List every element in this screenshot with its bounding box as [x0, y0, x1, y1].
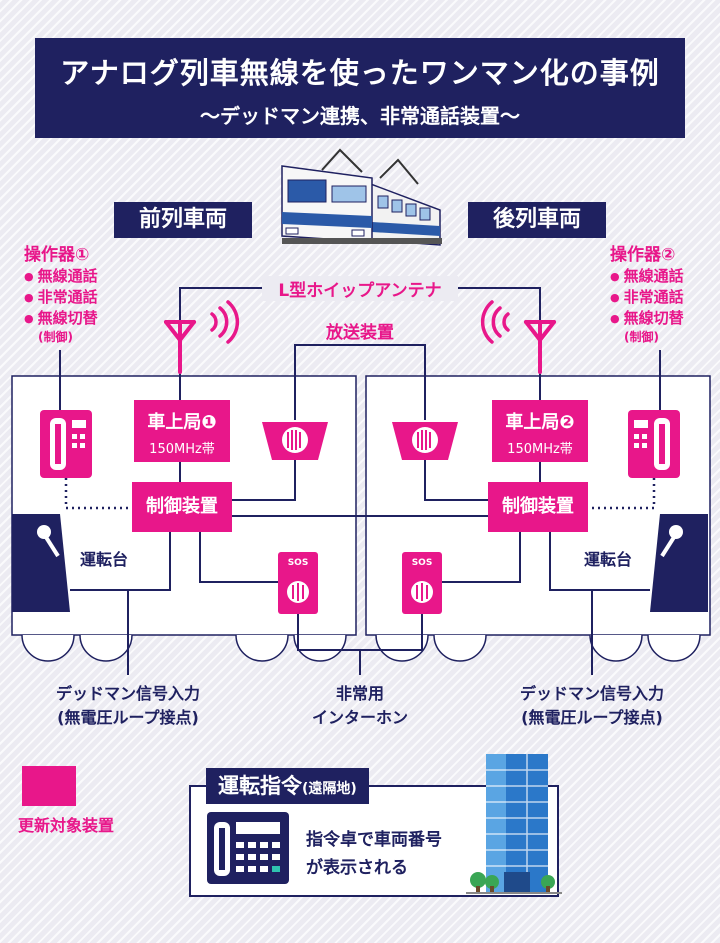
operator1-title: 操作器①	[24, 245, 90, 265]
broadcast-label: 放送装置	[326, 323, 394, 343]
front-radio-wave-icon	[210, 300, 240, 344]
front-sos-text: SOS	[287, 558, 309, 568]
operator-dotted-links	[64, 478, 656, 510]
front-speaker-icon	[262, 422, 328, 460]
title-banner: アナログ列車無線を使ったワンマン化の事例 〜デッドマン連携、非常通話装置〜	[35, 38, 685, 138]
front-operator-handset-icon	[40, 410, 92, 478]
deadman-line2: (無電圧ループ接点)	[57, 708, 199, 727]
rear-deadman-label: デッドマン信号入力 (無電圧ループ接点)	[492, 682, 692, 730]
command-title: 運転指令	[218, 774, 302, 798]
operator2-item: 無線切替	[610, 308, 720, 329]
intercom-line2: インターホン	[311, 708, 408, 727]
rear-master-controller	[660, 525, 683, 558]
page-subtitle: 〜デッドマン連携、非常通話装置〜	[200, 104, 520, 128]
onboard-station-2: 車上局❷ 150MHz帯	[492, 400, 588, 462]
front-driver-seat-label: 運転台	[80, 550, 129, 569]
rear-cab-nose	[650, 514, 708, 612]
command-location: (遠隔地)	[302, 781, 357, 797]
rear-driver-seat-label: 運転台	[584, 550, 633, 569]
rear-radio-wave-icon	[480, 300, 510, 344]
rear-antenna	[524, 320, 556, 374]
front-cab-nose	[12, 514, 70, 612]
command-description: 指令卓で車両番号 が表示される	[306, 826, 442, 882]
intercom-line1: 非常用	[335, 684, 384, 703]
rear-sos-text: SOS	[411, 558, 433, 568]
operator2-note: (制御)	[624, 330, 659, 344]
operator2-item: 非常通話	[610, 287, 720, 308]
front-car-label: 前列車両	[114, 202, 252, 238]
onboard-station-1: 車上局❶ 150MHz帯	[134, 400, 230, 462]
command-desc-line2: が表示される	[306, 858, 408, 878]
operator2-item: 無線通話	[610, 266, 720, 287]
command-center-title: 運転指令(遠隔地)	[206, 768, 369, 804]
deadman-line2: (無電圧ループ接点)	[521, 708, 663, 727]
front-deadman-label: デッドマン信号入力 (無電圧ループ接点)	[28, 682, 228, 730]
office-building-icon	[466, 754, 562, 894]
rear-speaker-icon	[392, 422, 458, 460]
deadman-line1: デッドマン信号入力	[519, 684, 664, 703]
operator1-panel: 操作器① 無線通話 非常通話 無線切替 (制御)	[24, 244, 134, 345]
rear-operator-handset-icon	[628, 410, 680, 478]
station1-name: 車上局❶	[147, 412, 217, 433]
legend-label: 更新対象装置	[18, 816, 115, 835]
antenna-label: L型ホイップアンテナ	[262, 276, 458, 301]
legend-swatch	[22, 766, 76, 806]
train-illustration	[281, 148, 442, 246]
command-desc-line1: 指令卓で車両番号	[306, 830, 442, 850]
station2-name: 車上局❷	[505, 412, 575, 433]
operator2-title: 操作器②	[610, 245, 676, 265]
deadman-line1: デッドマン信号入力	[55, 684, 200, 703]
front-antenna	[164, 320, 196, 374]
intercom-label: 非常用 インターホン	[300, 682, 420, 730]
station2-band: 150MHz帯	[507, 442, 573, 457]
page-title: アナログ列車無線を使ったワンマン化の事例	[60, 56, 660, 90]
dispatch-console-icon	[207, 812, 289, 884]
wheels	[21, 634, 701, 662]
front-control-device: 制御装置	[132, 482, 232, 532]
operator1-item: 非常通話	[24, 287, 134, 308]
rear-sos-intercom-icon	[402, 552, 442, 614]
operator1-note: (制御)	[38, 330, 73, 344]
rear-control-device: 制御装置	[488, 482, 588, 532]
front-master-controller	[37, 525, 60, 558]
operator1-item: 無線通話	[24, 266, 134, 287]
rear-car-label: 後列車両	[468, 202, 606, 238]
operator2-panel: 操作器② 無線通話 非常通話 無線切替 (制御)	[610, 244, 720, 345]
station1-band: 150MHz帯	[149, 442, 215, 457]
operator1-item: 無線切替	[24, 308, 134, 329]
front-sos-intercom-icon	[278, 552, 318, 614]
